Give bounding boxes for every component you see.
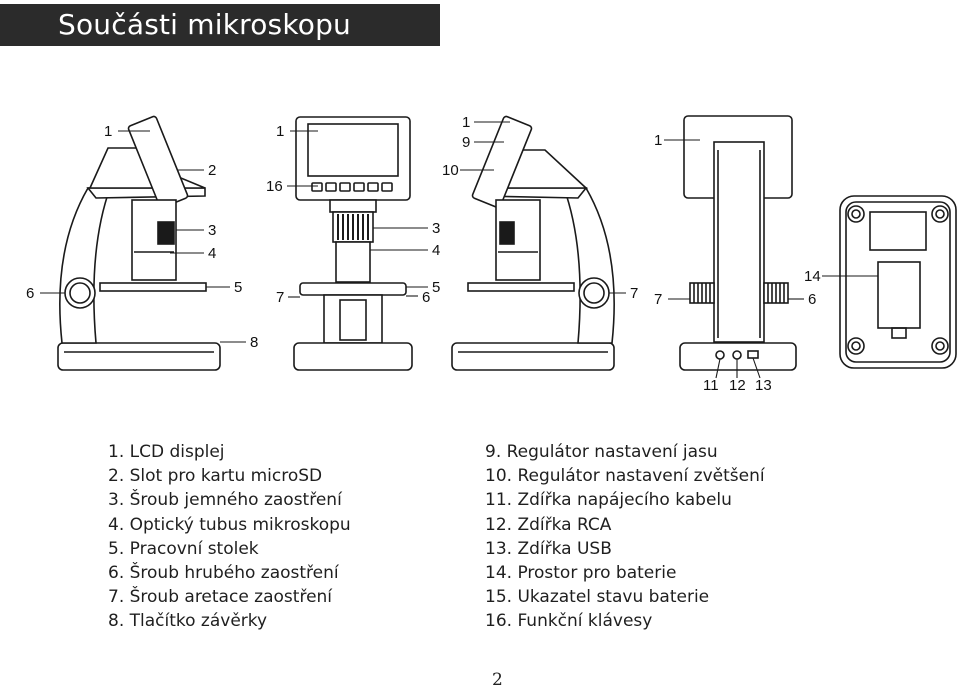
- callout-8: 8: [250, 334, 258, 351]
- callout-13: 13: [755, 377, 772, 394]
- callout-5: 5: [432, 279, 440, 296]
- callout-11: 11: [703, 377, 719, 394]
- callout-1: 1: [104, 123, 112, 140]
- callout-1: 1: [276, 123, 284, 140]
- callout-7: 7: [630, 285, 638, 302]
- microscope-front-view: [293, 116, 413, 371]
- parts-legend-left: 1. LCD displej 2. Slot pro kartu microSD…: [108, 440, 351, 634]
- microscope-bottom-view: [839, 195, 957, 369]
- callout-10: 10: [442, 162, 459, 179]
- legend-item: 7. Šroub aretace zaostření: [108, 587, 333, 608]
- legend-item: 14. Prostor pro baterie: [485, 563, 677, 584]
- legend-item: 3. Šroub jemného zaostření: [108, 490, 342, 511]
- callout-9: 9: [462, 134, 470, 151]
- legend-item: 4. Optický tubus mikroskopu: [108, 514, 351, 535]
- legend-item: 6. Šroub hrubého zaostření: [108, 563, 339, 584]
- legend-item: 11. Zdířka napájecího kabelu: [485, 490, 732, 511]
- page-number: 2: [492, 670, 503, 690]
- callout-1: 1: [462, 114, 470, 131]
- microscope-diagrams: 1 2 3 4 5 6 8 1 16 3 4 5 6 7 1 9 10 7 1 …: [26, 114, 957, 394]
- legend-item: 10. Regulátor nastavení zvětšení: [485, 466, 765, 487]
- legend-item: 16. Funkční klávesy: [485, 611, 653, 632]
- callout-7: 7: [654, 291, 662, 308]
- microscope-side-view-right: [451, 115, 615, 371]
- page-title: Součásti mikroskopu: [0, 4, 440, 46]
- callout-4: 4: [432, 242, 440, 259]
- legend-item: 8. Tlačítko závěrky: [108, 611, 268, 632]
- callout-5: 5: [234, 279, 242, 296]
- callout-3: 3: [432, 220, 440, 237]
- legend-item: 2. Slot pro kartu microSD: [108, 466, 323, 487]
- callout-6: 6: [422, 289, 430, 306]
- legend-item: 13. Zdířka USB: [485, 538, 612, 559]
- callout-4: 4: [208, 245, 216, 262]
- callout-2: 2: [208, 162, 216, 179]
- callout-6: 6: [26, 285, 34, 302]
- callout-7: 7: [276, 289, 284, 306]
- callout-6: 6: [808, 291, 816, 308]
- legend-item: 5. Pracovní stolek: [108, 538, 259, 559]
- callout-3: 3: [208, 222, 216, 239]
- legend-item: 1. LCD displej: [108, 442, 225, 462]
- legend-item: 12. Zdířka RCA: [485, 514, 612, 535]
- callout-16: 16: [266, 178, 283, 195]
- parts-legend-right: 9. Regulátor nastavení jasu 10. Reguláto…: [485, 440, 765, 634]
- microscope-back-view: [679, 115, 797, 371]
- legend-item: 9. Regulátor nastavení jasu: [485, 442, 718, 462]
- callout-1: 1: [654, 132, 662, 149]
- callout-14: 14: [804, 268, 821, 285]
- microscope-side-view: [57, 115, 221, 371]
- legend-item: 15. Ukazatel stavu baterie: [485, 587, 710, 608]
- callout-12: 12: [729, 377, 746, 394]
